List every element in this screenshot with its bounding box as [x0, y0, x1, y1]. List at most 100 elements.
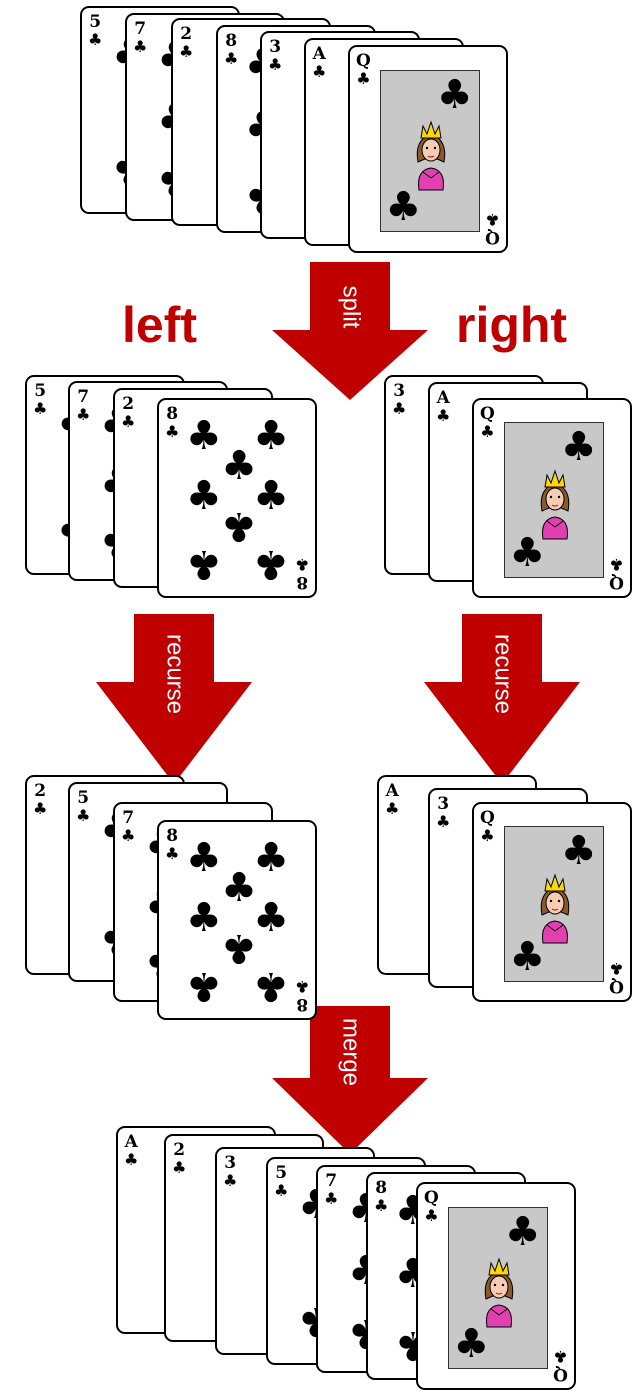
card-rank: 5 [274, 1165, 288, 1182]
playing-card: 8♣♣♣♣♣♣♣♣♣8♣ [157, 820, 317, 1020]
card-corner-index-bottom: 8♣ [295, 978, 309, 1012]
card-corner-index-bottom: 8♣ [295, 556, 309, 590]
club-icon: ♣ [124, 1152, 138, 1168]
right-label: right [456, 300, 567, 350]
recurse-right-arrow-label: recurse [490, 634, 517, 714]
club-icon: ♣ [165, 424, 179, 440]
playing-card: Q♣♣♣Q♣ [472, 802, 632, 1002]
card-rank: 2 [172, 1142, 186, 1159]
card-rank: 5 [33, 383, 47, 400]
card-corner-index: A♣ [385, 783, 399, 817]
card-rank: 2 [121, 396, 135, 413]
card-corner-index: 3♣ [223, 1155, 237, 1189]
card-rank: 3 [223, 1155, 237, 1172]
card-corner-index-bottom: Q♣ [553, 1348, 568, 1382]
club-icon: ♣ [221, 868, 257, 908]
card-rank: Q [609, 977, 624, 994]
card-rank: 5 [76, 790, 90, 807]
card-corner-index: 3♣ [436, 796, 450, 830]
club-icon: ♣ [165, 846, 179, 862]
card-rank: A [385, 783, 399, 800]
card-rank: 3 [436, 796, 450, 813]
card-corner-index-bottom: Q♣ [609, 960, 624, 994]
club-icon: ♣ [324, 1191, 338, 1207]
card-corner-index-bottom: Q♣ [485, 211, 500, 245]
recurse-right-arrow: recurse [420, 614, 584, 786]
club-icon: ♣ [172, 1160, 186, 1176]
club-icon: ♣ [186, 838, 222, 878]
club-icon: ♣ [253, 476, 289, 516]
card-corner-index: 3♣ [392, 383, 406, 417]
card-rank: Q [609, 573, 624, 590]
recurse-left-arrow-label: recurse [162, 634, 189, 714]
queen-face-panel: ♣♣ [504, 422, 603, 578]
card-rank: 8 [295, 573, 309, 590]
club-icon: ♣ [385, 187, 421, 227]
club-icon: ♣ [221, 928, 257, 968]
club-icon: ♣ [385, 801, 399, 817]
club-icon: ♣ [485, 211, 500, 227]
card-rank: Q [553, 1365, 568, 1382]
card-corner-index: 7♣ [76, 389, 90, 423]
card-corner-index: 5♣ [88, 14, 102, 48]
card-corner-index: 8♣ [224, 33, 238, 67]
club-icon: ♣ [609, 556, 624, 572]
club-icon: ♣ [121, 414, 135, 430]
card-rank: 7 [121, 810, 135, 827]
playing-card: Q♣♣♣Q♣ [348, 45, 508, 253]
left-label: left [122, 300, 197, 350]
queen-face-panel: ♣♣ [380, 70, 479, 232]
card-rank: 3 [268, 39, 282, 56]
card-rank: A [124, 1134, 138, 1151]
club-icon: ♣ [253, 544, 289, 584]
club-icon: ♣ [312, 64, 326, 80]
card-corner-index: 8♣ [165, 406, 179, 440]
club-icon: ♣ [133, 39, 147, 55]
club-icon: ♣ [186, 476, 222, 516]
recurse-left-arrow: recurse [92, 614, 256, 786]
card-corner-index: 2♣ [121, 396, 135, 430]
card-corner-index: 2♣ [172, 1142, 186, 1176]
playing-card: Q♣♣♣Q♣ [416, 1182, 576, 1390]
club-icon: ♣ [453, 1324, 489, 1364]
club-icon: ♣ [186, 544, 222, 584]
card-corner-index: A♣ [124, 1134, 138, 1168]
club-icon: ♣ [437, 75, 473, 115]
club-icon: ♣ [480, 828, 495, 844]
club-icon: ♣ [253, 838, 289, 878]
club-icon: ♣ [356, 71, 371, 87]
club-icon: ♣ [274, 1183, 288, 1199]
card-rank: 8 [165, 828, 179, 845]
card-corner-index: Q♣ [424, 1190, 439, 1224]
card-corner-index: A♣ [436, 390, 450, 424]
club-icon: ♣ [33, 801, 47, 817]
card-rank: Q [424, 1190, 439, 1207]
card-rank: Q [485, 228, 500, 245]
card-corner-index: A♣ [312, 46, 326, 80]
card-rank: Q [356, 53, 371, 70]
club-icon: ♣ [609, 960, 624, 976]
card-corner-index: 5♣ [274, 1165, 288, 1199]
club-icon: ♣ [88, 32, 102, 48]
queen-face-panel: ♣♣ [504, 826, 603, 982]
card-corner-index: 5♣ [33, 383, 47, 417]
queen-portrait-icon [406, 112, 456, 192]
club-icon: ♣ [436, 408, 450, 424]
card-corner-index: 2♣ [179, 26, 193, 60]
card-rank: Q [480, 406, 495, 423]
card-rank: 8 [224, 33, 238, 50]
club-icon: ♣ [253, 898, 289, 938]
queen-portrait-icon [474, 1249, 524, 1329]
card-rank: Q [480, 810, 495, 827]
card-corner-index: 8♣ [374, 1180, 388, 1214]
card-corner-index: 7♣ [133, 21, 147, 55]
club-icon: ♣ [221, 506, 257, 546]
card-rank: 7 [133, 21, 147, 38]
card-rank: A [436, 390, 450, 407]
club-icon: ♣ [33, 401, 47, 417]
club-icon: ♣ [186, 898, 222, 938]
card-corner-index: 8♣ [165, 828, 179, 862]
card-rank: 5 [88, 14, 102, 31]
card-rank: 8 [165, 406, 179, 423]
club-icon: ♣ [186, 416, 222, 456]
